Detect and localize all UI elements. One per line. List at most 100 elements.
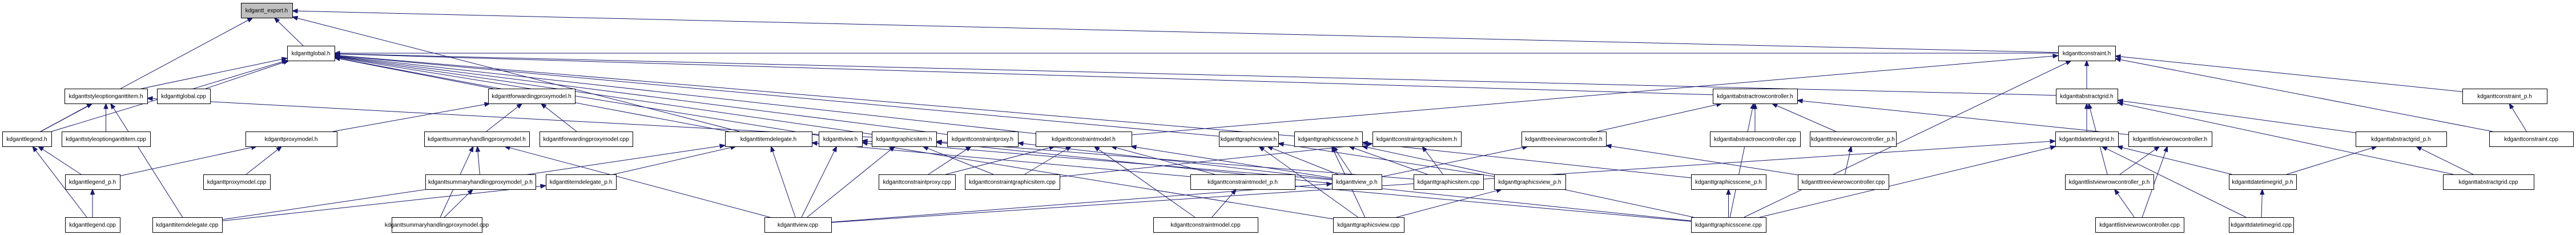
file-node-proxymodel-cpp[interactable]: kdganttproxymodel.cpp (203, 174, 271, 190)
file-node-graphicsitem-cpp[interactable]: kdganttgraphicsitem.cpp (1414, 174, 1484, 190)
file-node-graphicsview-h[interactable]: kdganttgraphicsview.h (1219, 132, 1279, 147)
file-node-treerow-p-h[interactable]: kdgantttreeviewrowcontroller_p.h (1810, 132, 1897, 147)
file-node-constraintproxy-h[interactable]: kdganttconstraintproxy.h (947, 132, 1019, 147)
file-node-treerow-cpp[interactable]: kdgantttreeviewrowcontroller.cpp (1798, 174, 1889, 190)
file-node-datetimegrid-cpp[interactable]: kdganttdatetimegrid.cpp (2229, 217, 2294, 233)
node-box (1414, 174, 1484, 190)
edge-line (1211, 193, 1233, 218)
include-edge-graphicsscene_cpp-to-graphicsitem_h (935, 140, 1692, 221)
edge-line (2106, 148, 2247, 218)
edge-line (339, 55, 1295, 137)
node-label: kdganttstyleoptionganttitem.cpp (66, 137, 146, 143)
arrowhead-icon (2050, 145, 2056, 150)
file-node-abstractrow-h[interactable]: kdganttabstractrowcontroller.h (1713, 89, 1798, 104)
file-node-constraintgi-h[interactable]: kdganttconstraintgraphicsitem.h (1372, 132, 1462, 147)
arrowhead-icon (273, 17, 280, 23)
file-node-datetimegrid-p-h[interactable]: kdganttdatetimegrid_p.h (2229, 174, 2297, 190)
arrowhead-icon (469, 145, 474, 153)
file-node-constraint-h[interactable]: kdganttconstraint.h (2058, 46, 2116, 61)
include-edge-summary_cpp-to-summary_p_h (444, 189, 474, 218)
include-edge-legend_cpp-to-legend_h (32, 145, 87, 218)
edge-line (1802, 101, 2129, 135)
file-node-constraintmodel-cpp[interactable]: kdganttconstraintmodel.cpp (1153, 217, 1258, 233)
file-node-graphicsscene-cpp[interactable]: kdganttgraphicsscene.cpp (1691, 217, 1766, 233)
node-label: kdganttdatetimegrid.cpp (2231, 222, 2292, 229)
node-box (1810, 132, 1897, 147)
file-node-itemdelegate-h[interactable]: kdganttitemdelegate.h (725, 132, 812, 147)
include-edge-abstractgrid_h-to-constraint_h (2084, 59, 2090, 89)
file-node-datetimegrid-h[interactable]: kdganttdatetimegrid.h (2055, 132, 2119, 147)
file-node-global-cpp[interactable]: kdganttglobal.cpp (157, 89, 211, 104)
file-node-constraint-p-h[interactable]: kdganttconstraint_p.h (2462, 89, 2547, 104)
file-node-proxymodel-h[interactable]: kdganttproxymodel.h (245, 132, 337, 147)
file-node-styleoption-h[interactable]: kdganttstyleoptionganttitem.h (65, 89, 148, 104)
node-box (2056, 89, 2118, 104)
file-node-summary-h[interactable]: kdganttsummaryhandlingproxymodel.h (424, 132, 530, 147)
file-node-constraintgi-cpp[interactable]: kdganttconstraintgraphicsitem.cpp (965, 174, 1060, 190)
edge-line (2286, 148, 2373, 175)
node-box (546, 174, 617, 190)
include-edge-listrow_h-to-abstractrow_h (1796, 98, 2129, 135)
file-node-graphicsscene-h[interactable]: kdganttgraphicsscene.h (1294, 132, 1363, 147)
include-edge-styleoption_cpp-to-styleoption_h (103, 102, 108, 132)
node-box (872, 132, 937, 147)
node-box (65, 89, 148, 104)
file-node-summary-cpp[interactable]: kdganttsummaryhandlingproxymodel.cpp (385, 217, 489, 233)
arrowhead-icon (811, 141, 818, 146)
file-node-listrow-cpp[interactable]: kdganttlistviewrowcontroller.cpp (2095, 217, 2184, 233)
file-node-legend-p-h[interactable]: kdganttlegend_p.h (65, 174, 120, 190)
file-node-abstractrow-cpp[interactable]: kdganttabstractrowcontroller.cpp (1710, 132, 1801, 147)
arrowhead-icon (2415, 146, 2422, 151)
node-label: kdganttglobal.cpp (161, 94, 206, 100)
node-label: kdganttconstraintmodel_p.h (1208, 180, 1278, 186)
file-node-graphicsitem-h[interactable]: kdganttgraphicsitem.h (872, 132, 937, 147)
file-node-abstractgrid-p-h[interactable]: kdganttabstractgrid_p.h (2356, 132, 2447, 147)
file-node-constraintmodel-p-h[interactable]: kdganttconstraintmodel_p.h (1190, 174, 1295, 190)
file-node-legend-cpp[interactable]: kdganttlegend.cpp (65, 217, 120, 233)
include-edge-itemdelegate_cpp-to-styleoption_h (110, 102, 183, 218)
edge-line (2420, 148, 2474, 175)
edge-line (1059, 144, 1368, 177)
file-node-graphicsview-p-h[interactable]: kdganttgraphicsview_p.h (1494, 174, 1566, 190)
file-node-view-cpp[interactable]: kdganttview.cpp (764, 217, 832, 233)
file-node-graphicsscene-p-h[interactable]: kdganttgraphicsscene_p.h (1691, 174, 1766, 190)
file-node-abstractgrid-cpp[interactable]: kdganttabstractgrid.cpp (2443, 174, 2534, 190)
edges-layer (32, 9, 2527, 223)
node-box (2, 132, 52, 147)
edge-line (222, 186, 541, 221)
file-node-graphicsview-cpp[interactable]: kdganttgraphicsview.cpp (1333, 217, 1404, 233)
file-node-view-p-h[interactable]: kdganttview_p.h (1332, 174, 1382, 190)
file-node-itemdelegate-p-h[interactable]: kdganttitemdelegate_p.h (546, 174, 617, 190)
file-node-constraint-cpp[interactable]: kdganttconstraint.cpp (2489, 132, 2574, 147)
file-node-legend-h[interactable]: kdganttlegend.h (2, 132, 52, 147)
node-label: kdganttproxymodel.cpp (207, 180, 267, 186)
file-node-listrow-p-h[interactable]: kdganttlistviewrowcontroller_p.h (2065, 174, 2154, 190)
file-node-constraintmodel-h[interactable]: kdganttconstraintmodel.h (1036, 132, 1132, 147)
node-box (2229, 217, 2294, 233)
file-node-export-h[interactable]: kdgantt_export.h (241, 3, 293, 18)
arrowhead-icon (1258, 146, 1265, 152)
file-node-summary-p-h[interactable]: kdganttsummaryhandlingproxymodel_p.h (425, 174, 536, 190)
node-box (2462, 89, 2547, 104)
arrowhead-icon (146, 96, 153, 101)
include-edge-constraintproxy_cpp-to-constraintproxy_h (928, 146, 972, 175)
node-box (1190, 174, 1295, 190)
node-label: kdganttgraphicsscene_p.h (1695, 180, 1762, 186)
file-node-fwdproxy-cpp[interactable]: kdganttforwardingproxymodel.cpp (540, 132, 633, 147)
include-edge-view_cpp-to-view_h (801, 145, 838, 218)
file-node-view-h[interactable]: kdganttview.h (819, 132, 863, 147)
file-node-treerow-h[interactable]: kdgantttreeviewrowcontroller.h (1522, 132, 1607, 147)
include-edge-datetimegrid_p_h-to-datetimegrid_h (2116, 145, 2232, 175)
file-node-global-h[interactable]: kdganttglobal.h (287, 46, 335, 61)
file-node-abstractgrid-h[interactable]: kdganttabstractgrid.h (2056, 89, 2118, 104)
file-node-itemdelegate-cpp[interactable]: kdganttitemdelegate.cpp (152, 217, 223, 233)
file-node-styleoption-cpp[interactable]: kdganttstyleoptionganttitem.cpp (62, 132, 151, 147)
edge-line (807, 149, 891, 218)
include-edge-constraint_cpp-to-constraint_p_h (2509, 102, 2527, 132)
file-node-constraintproxy-cpp[interactable]: kdganttconstraintproxy.cpp (879, 174, 956, 190)
arrowhead-icon (1771, 103, 1778, 108)
arrowhead-icon (965, 146, 972, 152)
file-node-fwdproxy-h[interactable]: kdganttforwardingproxymodel.h (488, 89, 575, 104)
node-label: kdganttconstraint.cpp (2504, 137, 2558, 143)
file-node-listrow-h[interactable]: kdganttlistviewrowcontroller.h (2128, 132, 2212, 147)
